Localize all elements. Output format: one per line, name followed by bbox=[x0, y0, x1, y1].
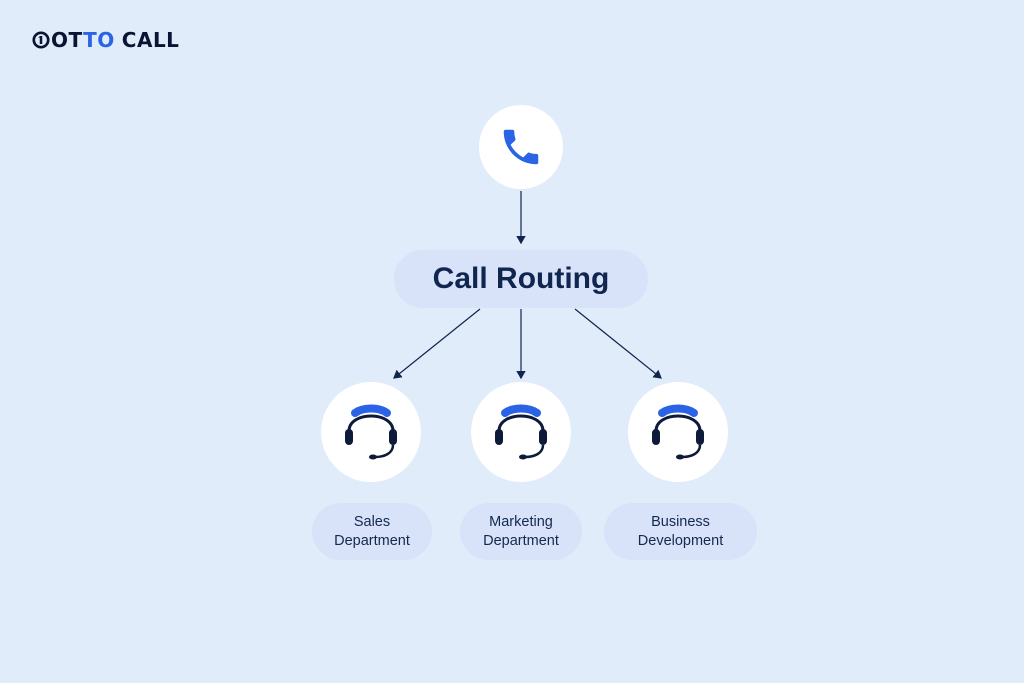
logo-letter-o: O bbox=[51, 28, 69, 52]
business-development-label: Business Development bbox=[604, 503, 757, 560]
marketing-department-label: Marketing Department bbox=[460, 503, 582, 560]
business-agent-node bbox=[628, 382, 728, 482]
sales-agent-node bbox=[321, 382, 421, 482]
logo-letters-to: TO bbox=[83, 28, 115, 52]
arrow-routing-to-business bbox=[574, 308, 662, 379]
phone-icon bbox=[503, 129, 539, 165]
arrow-routing-to-sales bbox=[393, 308, 481, 379]
sales-department-label: Sales Department bbox=[312, 503, 432, 560]
headset-icon bbox=[495, 404, 547, 460]
phone-source-node bbox=[479, 105, 563, 189]
call-routing-hub: Call Routing bbox=[394, 250, 648, 308]
headset-icon bbox=[652, 404, 704, 460]
logo-mark-icon bbox=[32, 31, 50, 49]
logo-tto: TTO bbox=[69, 28, 115, 52]
marketing-agent-node bbox=[471, 382, 571, 482]
logo-word-call: CALL bbox=[121, 28, 180, 52]
otto-call-logo: O TTO CALL bbox=[32, 28, 179, 52]
logo-letter-t: T bbox=[68, 28, 84, 52]
headset-icon bbox=[345, 404, 397, 460]
